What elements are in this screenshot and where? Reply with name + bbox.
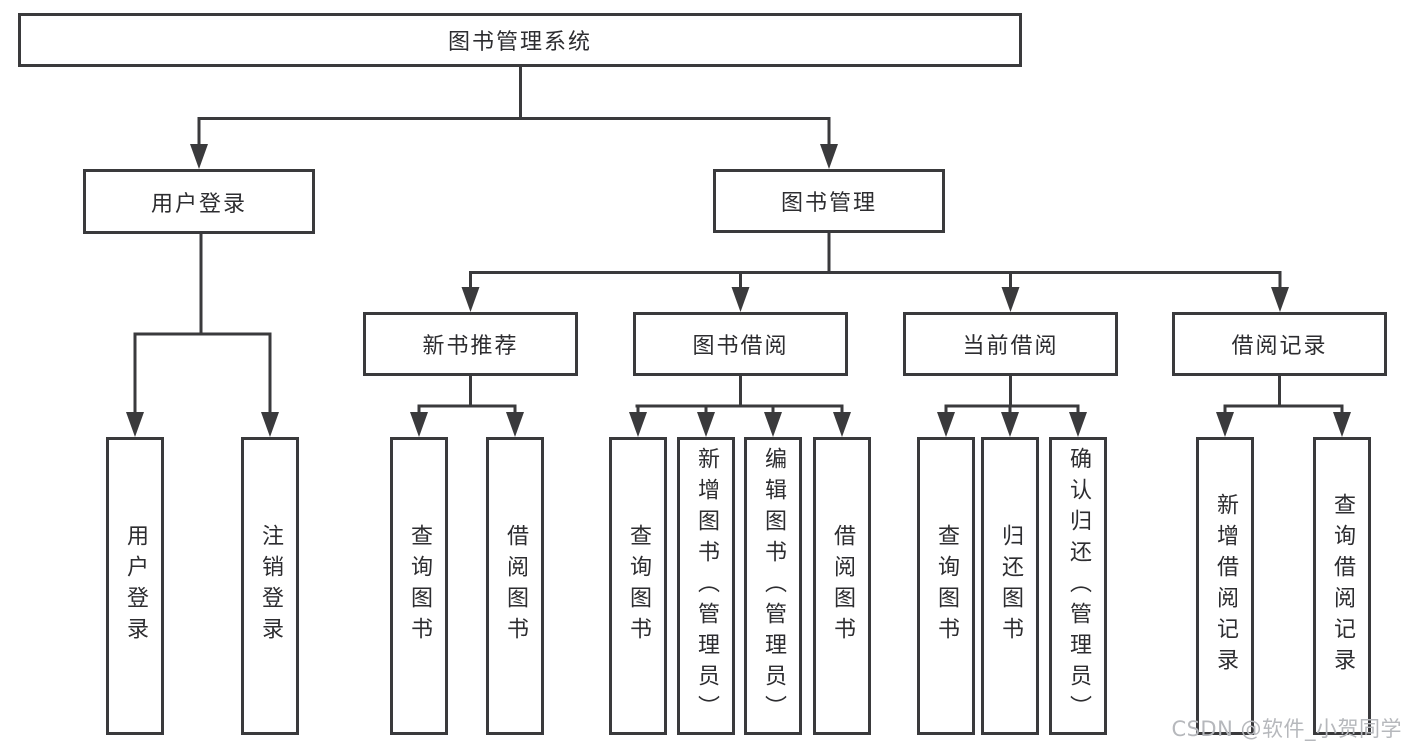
node-label: 查询图书	[407, 524, 432, 648]
arrow-down-icon	[629, 412, 647, 437]
node-label: 查询图书	[934, 524, 959, 648]
arrow-down-icon	[833, 412, 851, 437]
node-borrow-records: 借阅记录	[1172, 312, 1387, 376]
node-return-book: 归还图书	[981, 437, 1039, 735]
node-borrow-books-newrec: 借阅图书	[486, 437, 544, 735]
node-label: 用户登录	[150, 191, 247, 217]
node-library-system: 图书管理系统	[18, 13, 1022, 67]
node-logout: 注销登录	[241, 437, 299, 735]
arrow-down-icon	[1001, 287, 1020, 312]
node-book-management: 图书管理	[713, 169, 945, 233]
node-label: 查询借阅记录	[1330, 493, 1355, 679]
node-query-borrow-record: 查询借阅记录	[1313, 437, 1371, 735]
node-label: 新增借阅记录	[1213, 493, 1238, 679]
node-borrow-books: 借阅图书	[813, 437, 871, 735]
arrow-down-icon	[461, 287, 480, 312]
node-add-book-admin: 新增图书（管理员）	[677, 437, 735, 735]
arrow-down-icon	[261, 412, 279, 437]
node-label: 图书管理系统	[447, 30, 592, 55]
node-label: 借阅记录	[1231, 334, 1328, 359]
arrow-down-icon	[1271, 287, 1289, 312]
arrow-down-icon	[764, 412, 782, 437]
arrow-down-icon	[410, 412, 428, 437]
node-label: 用户登录	[123, 524, 148, 648]
node-label: 图书借阅	[692, 334, 789, 359]
arrow-down-icon	[697, 412, 715, 437]
node-label: 当前借阅	[962, 334, 1059, 359]
node-confirm-return-admin: 确认归还（管理员）	[1049, 437, 1107, 735]
node-current-borrow: 当前借阅	[903, 312, 1118, 376]
arrow-down-icon	[820, 144, 838, 169]
arrow-down-icon	[1001, 412, 1019, 437]
node-label: 注销登录	[258, 524, 283, 648]
node-query-books-current: 查询图书	[917, 437, 975, 735]
arrow-down-icon	[506, 412, 524, 437]
arrow-down-icon	[731, 287, 750, 312]
node-user-login-action: 用户登录	[106, 437, 164, 735]
arrow-down-icon	[1333, 412, 1351, 437]
csdn-watermark: CSDN @软件_小贺同学	[1171, 717, 1402, 741]
node-edit-book-admin: 编辑图书（管理员）	[744, 437, 802, 735]
node-query-books-newrec: 查询图书	[390, 437, 448, 735]
arrow-down-icon	[1069, 412, 1087, 437]
node-label: 新书推荐	[422, 334, 519, 359]
node-add-borrow-record: 新增借阅记录	[1196, 437, 1254, 735]
node-new-book-recommend: 新书推荐	[363, 312, 578, 376]
node-label: 编辑图书（管理员）	[761, 446, 786, 726]
node-label: 查询图书	[626, 524, 651, 648]
node-label: 新增图书（管理员）	[694, 446, 719, 726]
arrow-down-icon	[1216, 412, 1234, 437]
node-label: 借阅图书	[830, 524, 855, 648]
arrow-down-icon	[937, 412, 955, 437]
node-label: 借阅图书	[503, 524, 528, 648]
node-user-login: 用户登录	[83, 169, 315, 234]
node-query-books-borrow: 查询图书	[609, 437, 667, 735]
node-label: 图书管理	[780, 191, 877, 216]
node-label: 确认归还（管理员）	[1066, 446, 1091, 726]
arrow-down-icon	[190, 144, 208, 169]
node-book-borrow: 图书借阅	[633, 312, 848, 376]
arrow-down-icon	[126, 412, 144, 437]
node-label: 归还图书	[998, 524, 1023, 648]
